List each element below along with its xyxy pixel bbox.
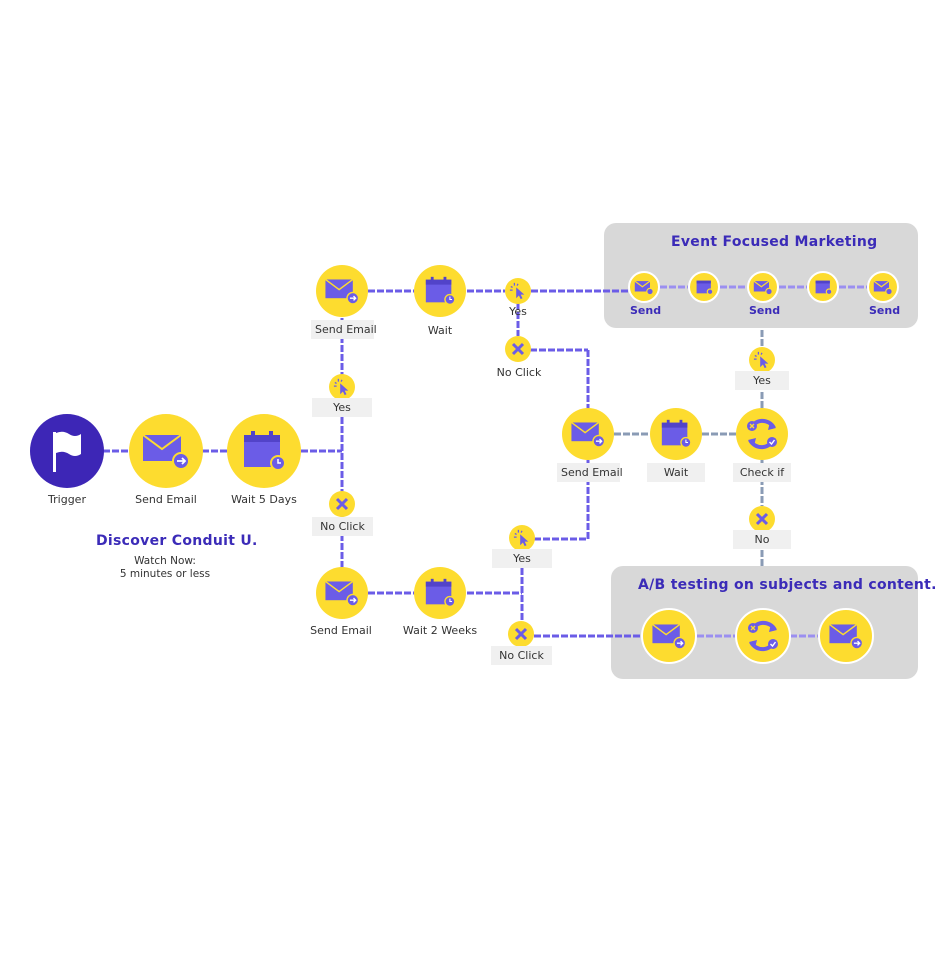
bottom-no-click-node[interactable] (508, 621, 534, 647)
flag-icon (53, 431, 81, 472)
check-yes-label: Yes (735, 371, 789, 390)
send-email-node[interactable] (129, 414, 203, 488)
center-send-email-node[interactable] (562, 408, 614, 460)
email-send-icon (753, 280, 773, 295)
check-yes-node[interactable] (749, 347, 775, 373)
top-no-click-label: No Click (496, 366, 542, 379)
promo-line-2: 5 minutes or less (119, 568, 211, 580)
bottom-yes-node[interactable] (509, 525, 535, 551)
ab-send-email-node[interactable] (818, 608, 874, 664)
center-wait-label: Wait (647, 463, 705, 482)
trigger-node[interactable] (30, 414, 104, 488)
bottom-send-email-label: Send Email (310, 624, 372, 637)
event-panel-title: Event Focused Marketing (671, 234, 878, 250)
calendar-wait-icon (696, 280, 713, 296)
cursor-click-icon (333, 378, 349, 396)
ab-panel-title: A/B testing on subjects and content. (638, 577, 937, 593)
mid-yes-label: Yes (312, 398, 372, 417)
event-send-label: Send (869, 304, 901, 317)
check-if-node[interactable] (736, 408, 788, 460)
send-email-label: Send Email (135, 493, 197, 506)
event-send-label: Send (749, 304, 781, 317)
center-send-email-label: Send Email (557, 463, 623, 482)
email-send-icon (571, 421, 606, 448)
top-send-email-node[interactable] (316, 265, 368, 317)
cursor-click-icon (753, 351, 769, 369)
email-send-icon (325, 278, 360, 305)
event-wait-node[interactable] (688, 271, 720, 303)
email-send-icon (873, 280, 893, 295)
bottom-send-email-node[interactable] (316, 567, 368, 619)
check-no-node[interactable] (749, 506, 775, 532)
cursor-click-icon (513, 529, 529, 547)
top-wait-label: Wait (427, 324, 453, 337)
calendar-wait-icon (425, 276, 456, 306)
sync-check-icon (748, 620, 778, 652)
mid-yes-node[interactable] (329, 374, 355, 400)
center-wait-node[interactable] (650, 408, 702, 460)
wait-5-days-label: Wait 5 Days (231, 493, 297, 506)
bottom-wait-label: Wait 2 Weeks (402, 624, 478, 637)
check-if-label: Check if (733, 463, 791, 482)
email-send-icon (829, 623, 864, 650)
email-send-icon (634, 280, 654, 295)
x-icon (514, 627, 528, 641)
event-send-node[interactable] (747, 271, 779, 303)
x-icon (511, 342, 525, 356)
calendar-wait-icon (815, 280, 832, 296)
event-send-node[interactable] (628, 271, 660, 303)
calendar-wait-icon (425, 578, 456, 608)
event-wait-node[interactable] (807, 271, 839, 303)
x-icon (335, 497, 349, 511)
sync-check-icon (747, 418, 777, 450)
bottom-no-click-label: No Click (491, 646, 552, 665)
mid-no-click-node[interactable] (329, 491, 355, 517)
bottom-wait-node[interactable] (414, 567, 466, 619)
event-send-label: Send (630, 304, 662, 317)
calendar-wait-icon (661, 419, 692, 449)
mid-no-click-label: No Click (312, 517, 373, 536)
top-yes-label: Yes (509, 305, 527, 318)
promo-line-1: Watch Now: (134, 555, 196, 567)
top-yes-node[interactable] (505, 278, 531, 304)
x-icon (755, 512, 769, 526)
ab-send-email-node[interactable] (641, 608, 697, 664)
check-no-label: No (733, 530, 791, 549)
cursor-click-icon (509, 282, 525, 300)
bottom-yes-label: Yes (492, 549, 552, 568)
email-send-icon (652, 623, 687, 650)
email-send-icon (142, 434, 190, 470)
trigger-label: Trigger (48, 493, 86, 506)
promo-title[interactable]: Discover Conduit U. (96, 533, 258, 549)
email-send-icon (325, 580, 360, 607)
ab-check-node[interactable] (735, 608, 791, 664)
top-no-click-node[interactable] (505, 336, 531, 362)
calendar-wait-icon (244, 431, 286, 471)
event-send-node[interactable] (867, 271, 899, 303)
top-wait-node[interactable] (414, 265, 466, 317)
wait-5-days-node[interactable] (227, 414, 301, 488)
top-send-email-label: Send Email (311, 320, 377, 339)
